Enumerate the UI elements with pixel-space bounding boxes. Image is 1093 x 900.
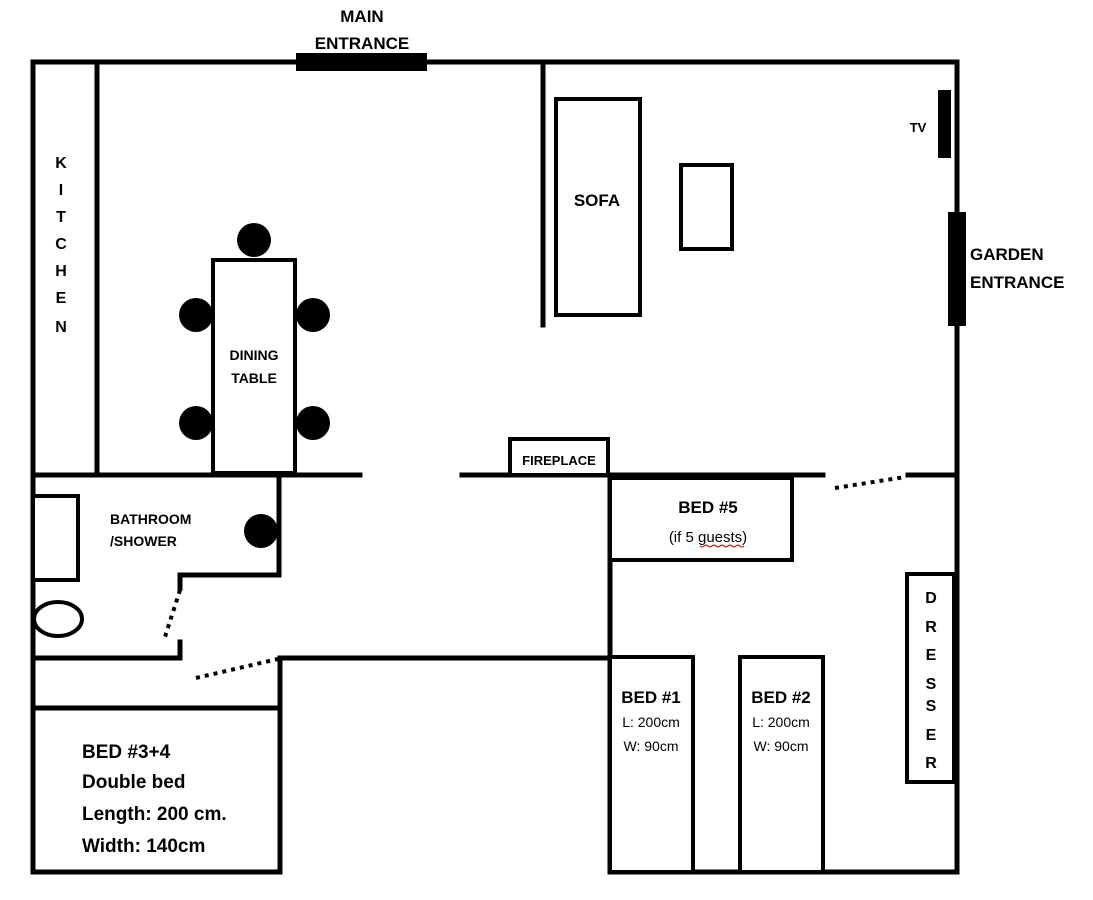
bed-2 <box>738 655 825 874</box>
chair-left-1 <box>179 298 213 332</box>
main-entrance-label-2: ENTRANCE <box>315 34 409 53</box>
kitchen-letter: N <box>55 319 67 336</box>
dining-label-2: TABLE <box>231 370 277 386</box>
bed34-type: Double bed <box>82 772 185 793</box>
fireplace <box>508 437 610 477</box>
bed34-width: Width: 140cm <box>82 836 205 857</box>
kitchen-label: K I T C H E N <box>55 155 67 336</box>
dresser-letter: S <box>926 676 937 693</box>
kitchen-letter: E <box>56 290 67 307</box>
bed5-note: (if 5 guests) <box>669 529 747 546</box>
dresser <box>905 572 956 784</box>
fireplace-label: FIREPLACE <box>522 453 596 468</box>
bathroom-label-2: /SHOWER <box>110 533 177 549</box>
garden-label-2: ENTRANCE <box>970 273 1064 292</box>
kitchen-letter: I <box>59 182 63 199</box>
chair-right-2 <box>296 406 330 440</box>
bedroom-door <box>834 475 906 490</box>
bed2-title: BED #2 <box>751 688 811 707</box>
kitchen-letter: T <box>56 209 66 226</box>
dining-table <box>211 258 297 475</box>
bed-1 <box>608 655 695 874</box>
main-entrance-label-1: MAIN <box>340 7 383 26</box>
dresser-letter: R <box>925 755 937 772</box>
kitchen-letter: C <box>55 236 67 253</box>
garden-label-1: GARDEN <box>970 245 1044 264</box>
bathroom-door <box>162 589 182 641</box>
bathtub <box>31 494 80 582</box>
main-entrance-door <box>296 53 427 71</box>
bedroom-3-door <box>195 657 279 680</box>
chair-right-1 <box>296 298 330 332</box>
dresser-letter: S <box>926 698 937 715</box>
bed2-width: W: 90cm <box>754 738 809 754</box>
kitchen-letter: K <box>55 155 67 172</box>
dresser-letter: E <box>926 647 937 664</box>
sofa <box>554 97 642 317</box>
tv-unit <box>938 90 951 158</box>
spellcheck-underline <box>699 544 745 548</box>
bed1-title: BED #1 <box>621 688 681 707</box>
bed-5 <box>608 476 794 562</box>
kitchen-letter: H <box>55 263 67 280</box>
bed34-title: BED #3+4 <box>82 742 171 763</box>
chair-left-2 <box>179 406 213 440</box>
bed2-length: L: 200cm <box>752 714 810 730</box>
sofa-label: SOFA <box>574 191 620 210</box>
bathroom-label-1: BATHROOM <box>110 511 191 527</box>
dresser-label: D R E S S E R <box>925 590 937 772</box>
dresser-letter: D <box>925 590 937 607</box>
bed1-length: L: 200cm <box>622 714 680 730</box>
dresser-letter: E <box>926 727 937 744</box>
dining-label-1: DINING <box>230 347 279 363</box>
bathroom-fixture-dot <box>244 514 278 548</box>
bed1-width: W: 90cm <box>624 738 679 754</box>
dresser-letter: R <box>925 619 937 636</box>
garden-entrance-door <box>948 212 966 326</box>
toilet <box>32 600 84 638</box>
bed34-length: Length: 200 cm. <box>82 804 227 825</box>
coffee-table <box>679 163 734 251</box>
tv-label: TV <box>910 120 927 135</box>
bed5-title: BED #5 <box>678 498 738 517</box>
chair-top <box>237 223 271 257</box>
